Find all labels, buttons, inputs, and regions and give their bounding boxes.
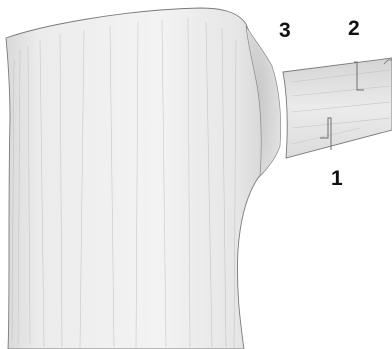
cut-2-label: 2 <box>348 18 360 39</box>
branch-stub <box>283 58 392 158</box>
cut-1-label: 1 <box>331 168 343 189</box>
tree-trunk <box>6 8 279 349</box>
cut-3-label: 3 <box>279 20 291 41</box>
